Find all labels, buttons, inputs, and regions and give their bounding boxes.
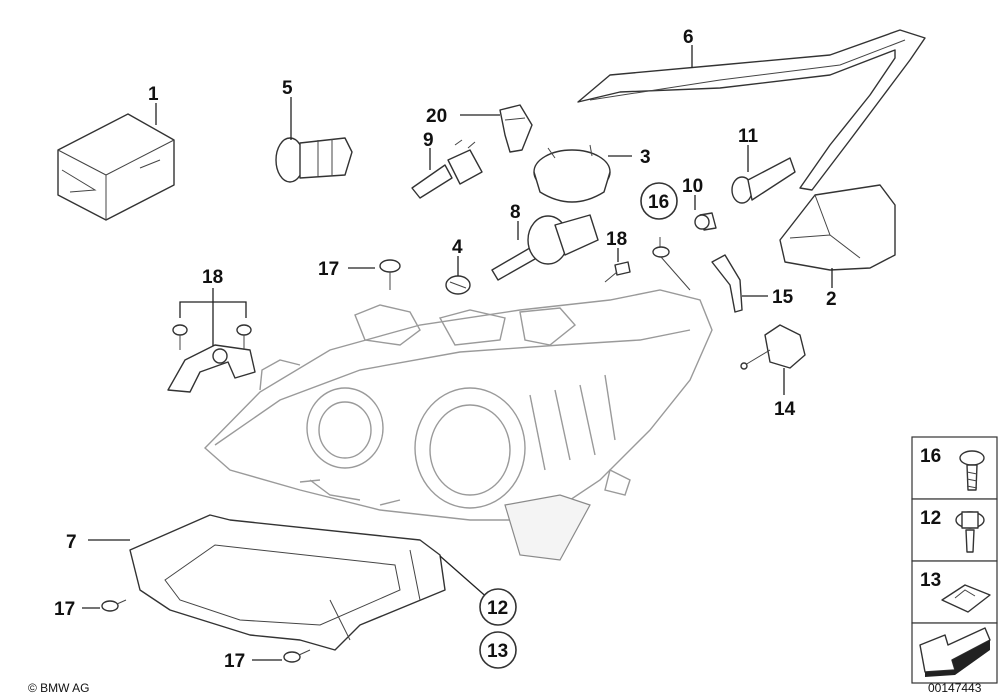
legend-panel: 16 12 13 xyxy=(911,436,998,684)
callout-5: 5 xyxy=(282,78,293,99)
callout-3: 3 xyxy=(640,147,651,168)
part-17-screw-top xyxy=(379,259,401,290)
callout-6: 6 xyxy=(683,27,694,48)
callout-18-left: 18 xyxy=(202,267,223,288)
part-9-h7-bulb xyxy=(411,139,483,199)
legend-label-12: 12 xyxy=(920,508,941,529)
reference-number: 00147443 xyxy=(928,681,982,695)
legend-bolt-icon xyxy=(959,450,985,491)
part-16-bolt xyxy=(652,237,691,291)
callout-9: 9 xyxy=(423,130,434,151)
copyright-text: © BMW AG xyxy=(28,681,90,695)
part-3-cover-cap xyxy=(533,144,611,203)
callout-8: 8 xyxy=(510,202,521,223)
callout-16-circle xyxy=(640,182,678,220)
callout-12: 12 xyxy=(487,598,508,619)
part-8-xenon-bulb xyxy=(491,214,599,281)
callout-13: 13 xyxy=(487,641,508,662)
callout-11: 11 xyxy=(738,126,759,147)
part-18-screw-center xyxy=(604,261,631,283)
part-17-screw-left xyxy=(101,599,127,612)
legend-box-12 xyxy=(911,498,998,562)
part-1-bulb-box xyxy=(57,113,175,221)
part-14-adjuster-socket xyxy=(740,324,806,370)
callout-13-circle xyxy=(479,631,517,669)
callout-4: 4 xyxy=(452,237,463,258)
legend-label-16: 16 xyxy=(920,446,941,467)
callout-17-top: 17 xyxy=(318,259,339,280)
part-6-seal-strip xyxy=(577,29,926,191)
callout-10: 10 xyxy=(682,176,703,197)
part-4-retaining-ring xyxy=(445,275,471,295)
legend-clip-nut-icon xyxy=(941,584,991,613)
part-17-screw-bottom xyxy=(283,649,311,663)
callout-15: 15 xyxy=(772,287,794,308)
callout-16: 16 xyxy=(648,192,669,213)
part-5-bulb-socket xyxy=(275,137,353,183)
part-15-wire-bracket xyxy=(711,254,743,313)
part-11-bulb-socket xyxy=(731,157,796,204)
legend-box-16 xyxy=(911,436,998,500)
callout-17-bottom: 17 xyxy=(224,651,245,672)
callout-1: 1 xyxy=(148,84,159,105)
callout-7: 7 xyxy=(66,532,77,553)
part-7-support-frame xyxy=(129,514,446,651)
callout-17-left: 17 xyxy=(54,599,75,620)
callout-18-center: 18 xyxy=(606,229,627,250)
callout-2: 2 xyxy=(826,289,837,310)
callout-14: 14 xyxy=(774,399,796,420)
part-10-side-bulb xyxy=(694,212,717,231)
legend-label-13: 13 xyxy=(920,570,941,591)
callout-20: 20 xyxy=(426,106,447,127)
legend-arrow-icon xyxy=(919,627,991,677)
part-20-clip xyxy=(499,104,533,153)
headlight-housing xyxy=(203,289,713,561)
legend-flange-nut-icon xyxy=(955,511,985,553)
callout-12-circle xyxy=(479,588,517,626)
part-2-rear-cover xyxy=(779,184,896,271)
part-18-mount-bracket xyxy=(167,324,256,393)
